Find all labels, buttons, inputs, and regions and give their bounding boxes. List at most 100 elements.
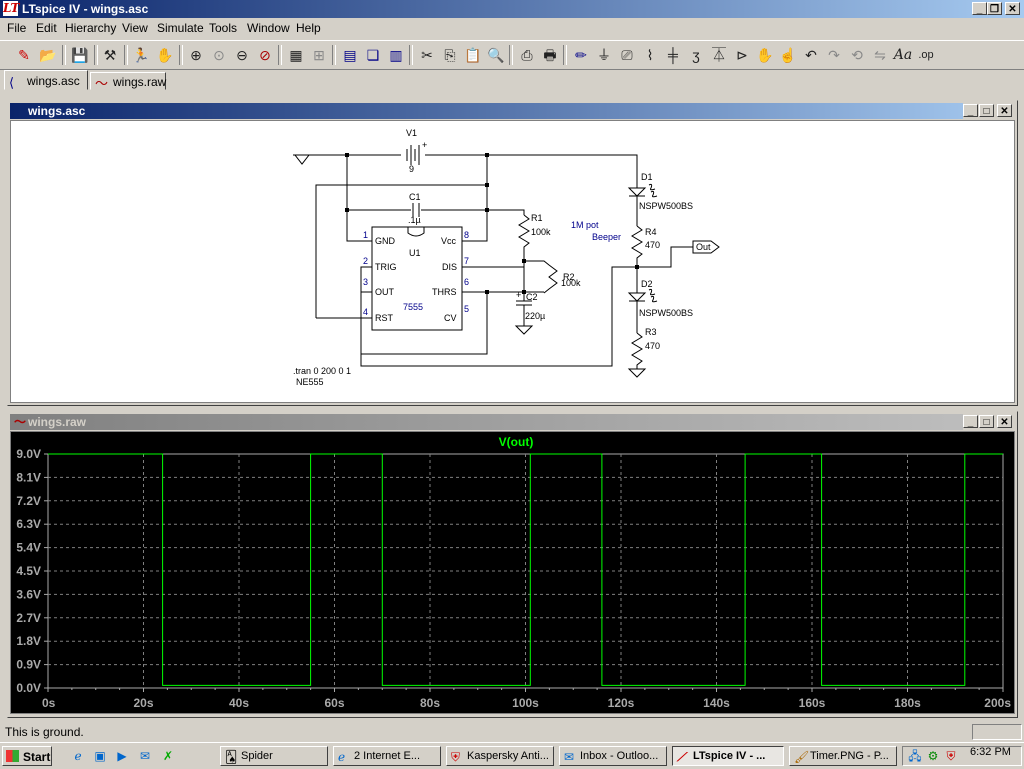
zoom-out-icon[interactable]: ⊖ bbox=[236, 47, 248, 63]
save-icon[interactable]: 💾 bbox=[71, 47, 89, 63]
ground-icon[interactable]: ⏚ bbox=[597, 47, 611, 63]
task-label: LTspice IV - ... bbox=[693, 750, 766, 762]
schematic-close-button[interactable]: ✕ bbox=[997, 104, 1012, 117]
grid-icon[interactable]: ⊞ bbox=[313, 47, 325, 63]
print-icon[interactable]: 🖶 bbox=[543, 47, 557, 63]
schematic-canvas[interactable]: V1 9 + C1 .1µ R1 100k R2 100k C2 + 220µ … bbox=[10, 120, 1015, 403]
minimize-button[interactable]: _ bbox=[972, 2, 987, 15]
paste-icon[interactable]: 📋 bbox=[464, 47, 482, 63]
control-panel-icon[interactable]: ⚒ bbox=[103, 47, 117, 63]
wire-icon[interactable]: ✏ bbox=[575, 47, 587, 63]
close-button[interactable]: ✕ bbox=[1005, 2, 1020, 15]
cascade-icon[interactable]: ❏ bbox=[366, 47, 380, 63]
network-tray-icon[interactable]: 🖧 bbox=[908, 749, 922, 763]
menu-file[interactable]: File bbox=[7, 21, 27, 35]
excel-quicklaunch-icon[interactable]: ✗ bbox=[162, 749, 174, 763]
tab-wings-asc[interactable]: ⟨ wings.asc bbox=[4, 70, 88, 90]
pin-number-7: 7 bbox=[464, 256, 469, 266]
task-label: Timer.PNG - P... bbox=[810, 750, 889, 762]
start-label: Start bbox=[23, 750, 51, 764]
autorange-icon[interactable]: ▦ bbox=[289, 47, 303, 63]
task-ltspice[interactable]: ⟋LTspice IV - ... bbox=[672, 746, 784, 766]
junction-dot bbox=[345, 153, 349, 157]
app-title-bar[interactable]: LT LTspice IV - wings.asc _ ❐ ✕ bbox=[0, 0, 1024, 18]
schematic-minimize-button[interactable]: _ bbox=[963, 104, 978, 117]
drag-icon[interactable]: ☝ bbox=[779, 47, 797, 63]
diode-icon[interactable]: ⏄ bbox=[712, 47, 726, 63]
toolbar-separator bbox=[332, 45, 336, 65]
new-schematic-icon[interactable]: ✎ bbox=[18, 47, 30, 63]
waveform-maximize-button[interactable]: □ bbox=[979, 415, 994, 428]
task-paint[interactable]: 🖌Timer.PNG - P... bbox=[789, 746, 897, 766]
media-quicklaunch-icon[interactable]: ▶ bbox=[117, 749, 127, 763]
toolbar-separator bbox=[124, 45, 128, 65]
tile-horizontal-icon[interactable]: ▤ bbox=[343, 47, 357, 63]
waveform-title-bar[interactable]: 〜 wings.raw bbox=[10, 414, 1015, 430]
rotate-icon[interactable]: ⟲ bbox=[851, 47, 863, 63]
menu-window[interactable]: Window bbox=[247, 21, 290, 35]
open-folder-icon[interactable]: 📂 bbox=[39, 47, 57, 63]
out-label: Out bbox=[696, 242, 711, 252]
component-icon[interactable]: ⊳ bbox=[736, 47, 748, 63]
zoom-fit-icon[interactable]: ⊘ bbox=[259, 47, 271, 63]
menu-tools[interactable]: Tools bbox=[209, 21, 238, 35]
label-net-icon[interactable]: ⎚ bbox=[621, 47, 633, 63]
v1-value: 9 bbox=[409, 164, 414, 174]
spice-directive-icon[interactable]: .op bbox=[918, 49, 934, 61]
spice-directive[interactable]: .tran 0 200 0 1 bbox=[293, 366, 351, 376]
print-preview-icon[interactable]: ⎙ bbox=[521, 47, 533, 63]
tab-wings-raw[interactable]: 〜 wings.raw bbox=[90, 72, 167, 91]
task-outlook[interactable]: ✉Inbox - Outloo... bbox=[559, 746, 667, 766]
menu-simulate[interactable]: Simulate bbox=[157, 21, 204, 35]
resistor-icon[interactable]: ⌇ bbox=[646, 47, 654, 63]
trace-name[interactable]: V(out) bbox=[499, 435, 534, 449]
r3-label: R3 bbox=[645, 327, 657, 337]
task-kaspersky[interactable]: ⛨Kaspersky Anti... bbox=[446, 746, 554, 766]
restore-button[interactable]: ❐ bbox=[987, 2, 1002, 15]
schematic-title-bar[interactable]: wings.asc bbox=[10, 103, 1015, 119]
out-port bbox=[692, 240, 720, 254]
status-bar: This is ground. bbox=[0, 722, 1024, 742]
zoom-in-icon[interactable]: ⊕ bbox=[190, 47, 202, 63]
tab-label: wings.raw bbox=[113, 75, 167, 89]
task-spider[interactable]: 🂡Spider bbox=[220, 746, 328, 766]
x-tick-label: 0s bbox=[42, 696, 56, 710]
trace-v-out[interactable] bbox=[48, 453, 1003, 686]
menu-help[interactable]: Help bbox=[296, 21, 321, 35]
capacitor-icon[interactable]: ╪ bbox=[668, 47, 678, 63]
wire bbox=[347, 154, 638, 183]
ie-quicklaunch-icon[interactable]: ℯ bbox=[74, 749, 82, 763]
waveform-minimize-button[interactable]: _ bbox=[963, 415, 978, 428]
outlook-quicklaunch-icon[interactable]: ✉ bbox=[139, 749, 151, 763]
text-icon[interactable]: Aa bbox=[893, 47, 913, 63]
move-icon[interactable]: ✋ bbox=[756, 47, 774, 63]
copy-icon[interactable]: ⎘ bbox=[444, 47, 456, 63]
pan-icon[interactable]: ⊙ bbox=[213, 47, 225, 63]
start-button[interactable]: Start bbox=[2, 746, 52, 766]
desktop-quicklaunch-icon[interactable]: ▣ bbox=[94, 749, 106, 763]
halt-icon[interactable]: ✋ bbox=[156, 47, 174, 63]
menu-edit[interactable]: Edit bbox=[36, 21, 57, 35]
tile-vertical-icon[interactable]: ▥ bbox=[389, 47, 403, 63]
cut-icon[interactable]: ✂ bbox=[421, 47, 433, 63]
redo-icon[interactable]: ↷ bbox=[828, 47, 840, 63]
waveform-close-button[interactable]: ✕ bbox=[997, 415, 1012, 428]
d2-label: D2 bbox=[641, 279, 653, 289]
mirror-icon[interactable]: ⇋ bbox=[874, 47, 886, 63]
y-tick-label: 2.7V bbox=[16, 611, 41, 625]
c2-plus: + bbox=[516, 290, 521, 300]
menu-hierarchy[interactable]: Hierarchy bbox=[65, 21, 117, 35]
waveform-icon: 〜 bbox=[95, 76, 109, 91]
status-panel bbox=[972, 724, 1022, 740]
run-icon[interactable]: 🏃 bbox=[132, 47, 150, 63]
inductor-icon[interactable]: ʒ bbox=[692, 47, 700, 63]
menu-view[interactable]: View bbox=[122, 21, 148, 35]
schematic-maximize-button[interactable]: □ bbox=[979, 104, 994, 117]
find-icon[interactable]: 🔍 bbox=[487, 47, 505, 63]
undo-icon[interactable]: ↶ bbox=[805, 47, 817, 63]
antivirus-tray-icon[interactable]: ⚙ bbox=[927, 749, 939, 763]
kaspersky-tray-icon[interactable]: ⛨ bbox=[946, 749, 956, 763]
